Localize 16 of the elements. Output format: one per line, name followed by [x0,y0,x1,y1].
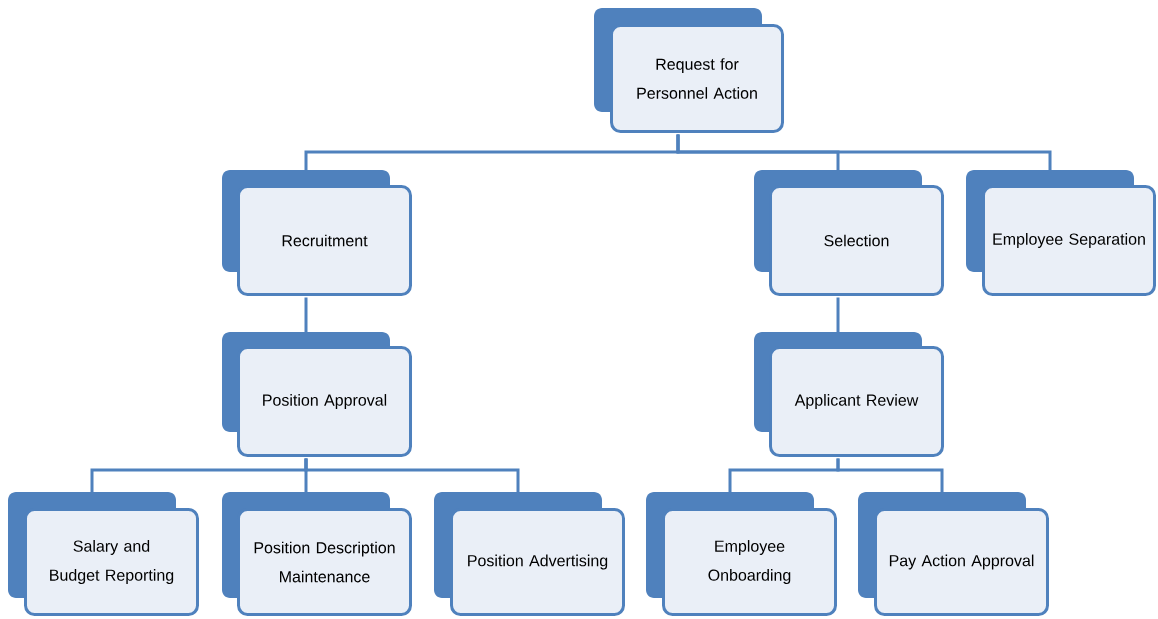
connector [676,134,1052,170]
process-box: Position Approval [222,332,412,457]
connector [304,297,308,332]
process-box: Pay Action Approval [858,492,1049,616]
process-box: Employee Onboarding [646,492,837,616]
connector [836,458,944,492]
connector [836,297,840,332]
process-box: Position Advertising [434,492,625,616]
process-box: Recruitment [222,170,412,296]
connector [304,458,520,492]
process-box: Selection [754,170,944,296]
process-box: Request for Personnel Action [594,8,784,133]
process-box: Salary and Budget Reporting [8,492,199,616]
process-box: Employee Separation [966,170,1156,296]
process-box: Applicant Review [754,332,944,457]
process-box: Position Description Maintenance [222,492,412,616]
